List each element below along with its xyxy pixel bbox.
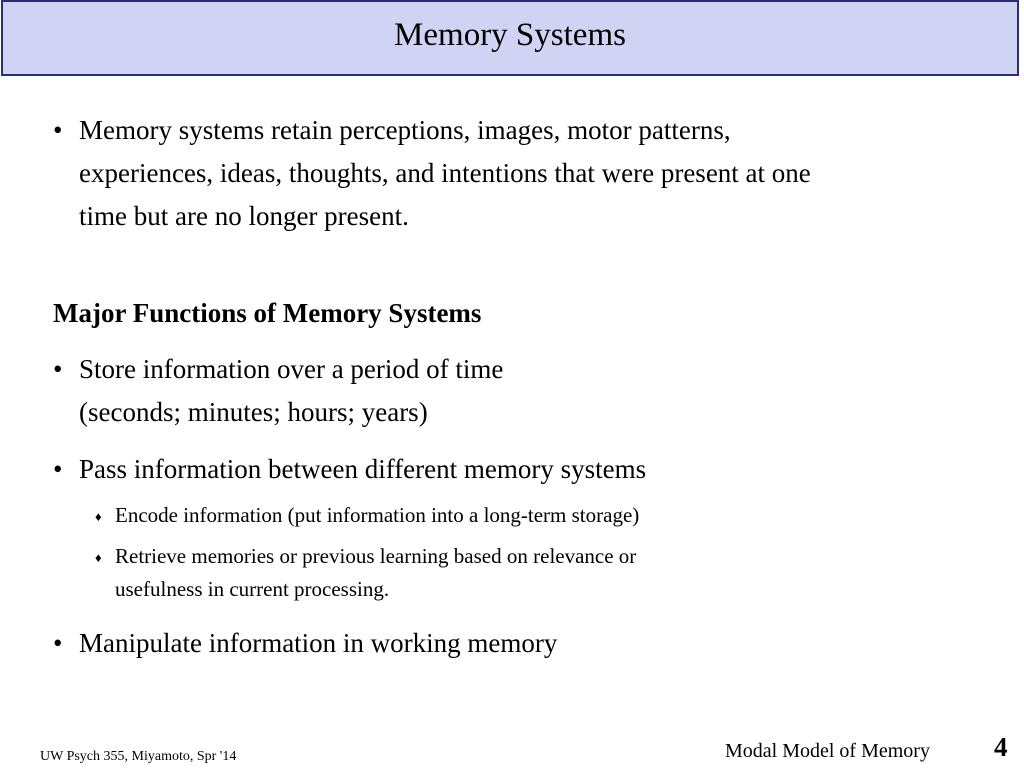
bullet-line: (seconds; minutes; hours; years) [79,397,428,427]
bullet-line: Store information over a period of time [79,354,504,384]
title-bar: Memory Systems [1,0,1019,76]
diamond-bullet-icon: ♦ [95,509,102,524]
bullet-text: Store information over a period of time … [79,348,503,434]
sub-bullet-text: Encode information (put information into… [115,499,639,532]
bullet-text: Memory systems retain perceptions, image… [79,109,811,238]
bullet-text: Manipulate information in working memory [79,622,557,665]
bullet-line: Manipulate information in working memory [79,628,558,658]
footer-topic: Modal Model of Memory [725,740,930,762]
bullet-mark: • [53,628,63,658]
bullet-line: time but are no longer present. [79,201,409,231]
sub-bullet-line: usefulness in current processing. [115,577,390,601]
bullet-line: Memory systems retain perceptions, image… [79,115,731,145]
sub-bullet-text: Retrieve memories or previous learning b… [115,540,636,606]
footer-course: UW Psych 355, Miyamoto, Spr '14 [40,749,237,764]
sub-bullet-line: Retrieve memories or previous learning b… [115,544,637,568]
bullet-text: Pass information between different memor… [79,448,646,491]
bullet-mark: • [53,115,63,145]
diamond-bullet-icon: ♦ [95,550,102,565]
section-heading: Major Functions of Memory Systems [53,298,482,328]
page-number: 4 [994,732,1008,762]
slide-title: Memory Systems [394,16,626,53]
bullet-mark: • [53,454,63,484]
bullet-line: Pass information between different memor… [79,454,647,484]
bullet-mark: • [53,354,63,384]
sub-bullet-line: Encode information (put information into… [115,503,640,527]
bullet-line: experiences, ideas, thoughts, and intent… [79,158,811,188]
